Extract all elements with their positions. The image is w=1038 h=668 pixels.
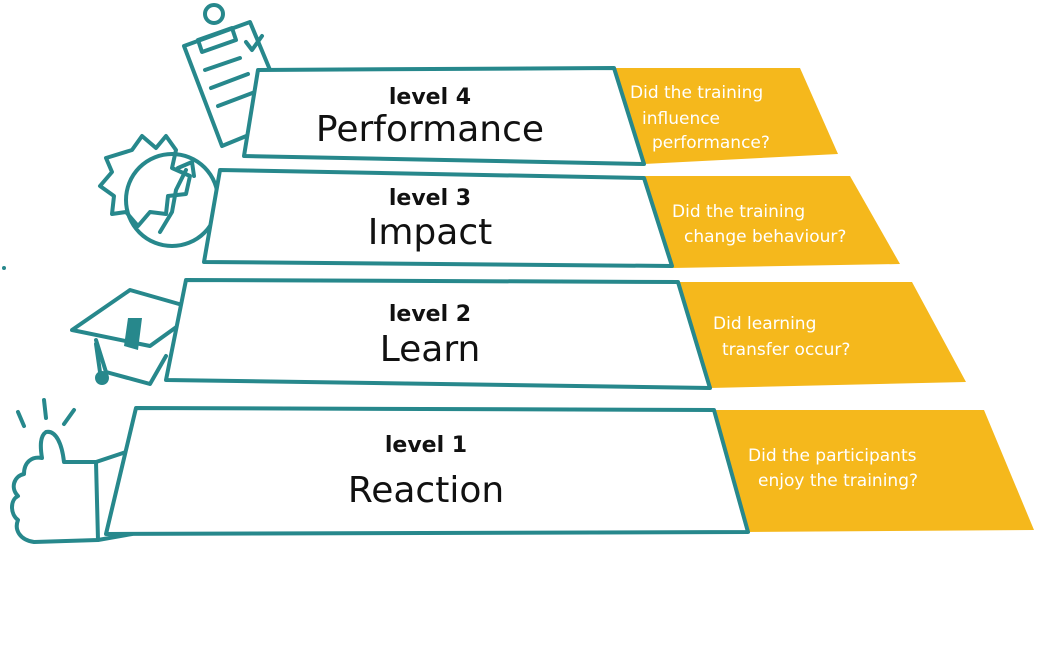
level4-question-line3: performance? <box>652 133 770 153</box>
gear-arrow-icon <box>98 134 220 248</box>
level4-label: level 4 <box>389 85 471 110</box>
level3-label: level 3 <box>389 186 471 211</box>
level1-question-line1: Did the participants <box>748 446 917 466</box>
question-tag-level3 <box>644 176 900 268</box>
dot-mark <box>2 266 6 270</box>
level2-label: level 2 <box>389 302 471 327</box>
level3-box <box>202 168 674 268</box>
level1-name: Reaction <box>348 470 504 511</box>
level4-question-line2: influence <box>642 109 720 129</box>
level1-question-line2: enjoy the training? <box>758 471 918 491</box>
level2-name: Learn <box>380 329 481 370</box>
question-tag-level1 <box>714 410 1034 532</box>
question-tag-level4 <box>614 68 838 164</box>
level3-question-line2: change behaviour? <box>684 227 846 247</box>
level4-box <box>242 66 646 166</box>
graduation-cap-icon <box>70 288 202 386</box>
level4-question-line1: Did the training <box>630 83 763 103</box>
level1-label: level 1 <box>385 433 467 458</box>
question-tag-level2 <box>678 282 966 388</box>
level3-question-line1: Did the training <box>672 202 805 222</box>
level2-question-line1: Did learning <box>713 314 816 334</box>
level4-name: Performance <box>316 109 544 150</box>
level3-name: Impact <box>368 212 493 253</box>
level2-box <box>164 278 712 390</box>
level1-box <box>104 406 750 536</box>
level2-question-line2: transfer occur? <box>722 340 850 360</box>
